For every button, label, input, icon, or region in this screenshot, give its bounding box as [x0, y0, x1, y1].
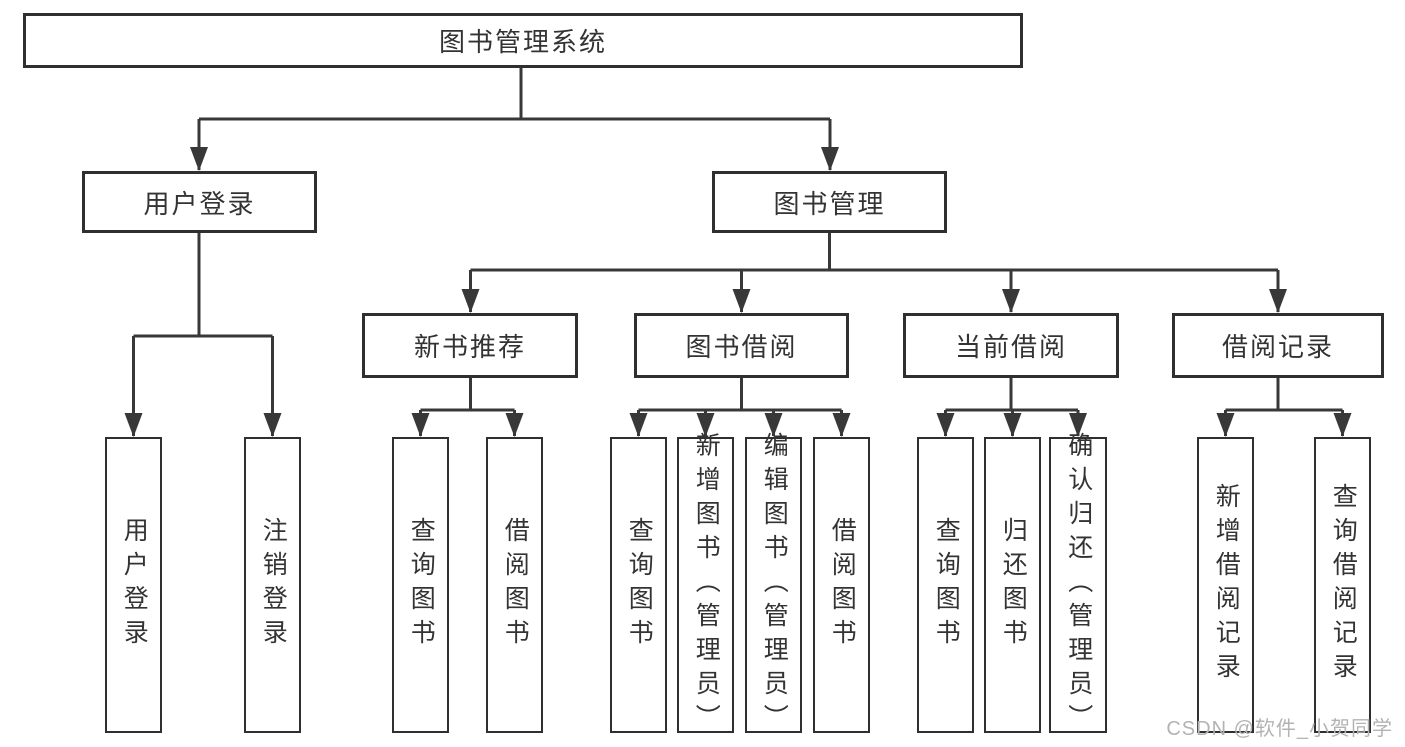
leaf-records-add-borrow-record: 新增借阅记录: [1197, 437, 1254, 733]
leaf-current-return-books: 归还图书: [984, 437, 1041, 733]
leaf-records-query-borrow-record-label: 查询借阅记录: [1329, 483, 1358, 687]
leaf-recommend-query-books-label: 查询图书: [407, 517, 436, 653]
node-root-label: 图书管理系统: [438, 27, 607, 57]
leaf-logout-label: 注销登录: [259, 517, 288, 653]
node-user-login: 用户登录: [82, 171, 317, 233]
node-root: 图书管理系统: [23, 13, 1023, 68]
node-book-borrowing-label: 图书借阅: [685, 332, 798, 362]
leaf-borrowing-edit-books-admin-label: 编辑图书（管理员）: [760, 432, 789, 738]
node-current-borrowing-label: 当前借阅: [954, 332, 1067, 362]
node-borrowing-records: 借阅记录: [1172, 313, 1384, 378]
node-book-management: 图书管理: [712, 171, 947, 233]
node-new-book-recommend-label: 新书推荐: [413, 332, 526, 362]
leaf-current-confirm-return-admin: 确认归还（管理员）: [1049, 432, 1107, 738]
node-book-management-label: 图书管理: [773, 188, 886, 219]
leaf-current-query-books: 查询图书: [917, 437, 974, 733]
leaf-recommend-borrow-books: 借阅图书: [486, 437, 543, 733]
leaf-user-login: 用户登录: [105, 437, 162, 733]
leaf-user-login-label: 用户登录: [120, 517, 149, 653]
node-current-borrowing: 当前借阅: [903, 313, 1119, 378]
leaf-logout: 注销登录: [244, 437, 301, 733]
node-book-borrowing: 图书借阅: [634, 313, 849, 378]
leaf-current-return-books-label: 归还图书: [999, 517, 1028, 653]
leaf-records-add-borrow-record-label: 新增借阅记录: [1212, 483, 1241, 687]
node-new-book-recommend: 新书推荐: [362, 313, 578, 378]
csdn-watermark: CSDN @软件_小贺同学: [1166, 718, 1393, 740]
leaf-borrowing-add-books-admin-label: 新增图书（管理员）: [692, 432, 721, 738]
leaf-borrowing-query-books: 查询图书: [610, 437, 667, 733]
leaf-borrowing-edit-books-admin: 编辑图书（管理员）: [745, 432, 802, 738]
leaf-recommend-query-books: 查询图书: [392, 437, 449, 733]
leaf-borrowing-add-books-admin: 新增图书（管理员）: [677, 432, 734, 738]
leaf-recommend-borrow-books-label: 借阅图书: [501, 517, 530, 653]
leaf-borrowing-borrow-books-label: 借阅图书: [828, 517, 857, 653]
leaf-records-query-borrow-record: 查询借阅记录: [1314, 437, 1371, 733]
connector-paths: [132, 68, 1344, 436]
leaf-current-query-books-label: 查询图书: [932, 517, 961, 653]
node-user-login-label: 用户登录: [143, 188, 256, 219]
leaf-borrowing-borrow-books: 借阅图书: [813, 437, 870, 733]
leaf-current-confirm-return-admin-label: 确认归还（管理员）: [1064, 432, 1093, 738]
leaf-borrowing-query-books-label: 查询图书: [625, 517, 654, 653]
node-borrowing-records-label: 借阅记录: [1221, 332, 1334, 362]
